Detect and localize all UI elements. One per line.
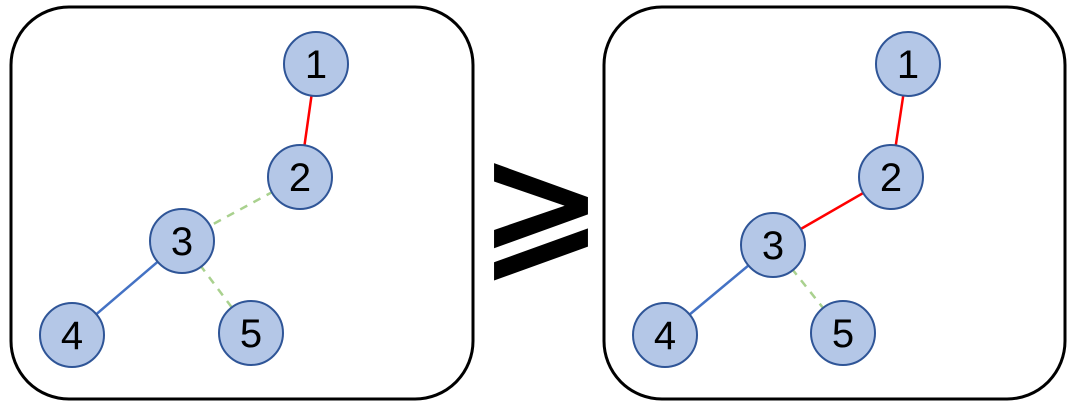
left-graph-panel: 1 2 3 4 5 xyxy=(9,5,475,401)
left-node-2-label: 2 xyxy=(289,156,311,200)
right-graph-panel: 1 2 3 4 5 xyxy=(602,5,1067,401)
left-panel-frame xyxy=(9,5,475,401)
right-panel-frame xyxy=(602,5,1067,401)
greater-or-equal-symbol: ⩾ xyxy=(478,120,604,294)
right-node-1-label: 1 xyxy=(897,43,919,87)
left-node-4-label: 4 xyxy=(61,314,83,358)
left-node-5: 5 xyxy=(218,300,284,366)
left-node-3: 3 xyxy=(149,208,215,274)
right-node-3-label: 3 xyxy=(762,224,784,268)
left-node-5-label: 5 xyxy=(240,312,262,356)
left-node-1: 1 xyxy=(283,31,349,97)
right-node-5: 5 xyxy=(810,300,876,366)
right-node-3: 3 xyxy=(740,212,806,278)
right-node-5-label: 5 xyxy=(832,312,854,356)
right-node-4: 4 xyxy=(632,302,698,368)
right-node-2-label: 2 xyxy=(880,156,902,200)
right-node-1: 1 xyxy=(875,31,941,97)
left-node-2: 2 xyxy=(267,144,333,210)
left-node-3-label: 3 xyxy=(171,220,193,264)
left-node-1-label: 1 xyxy=(305,43,327,87)
right-node-2: 2 xyxy=(858,144,924,210)
right-node-4-label: 4 xyxy=(654,314,676,358)
left-node-4: 4 xyxy=(39,302,105,368)
